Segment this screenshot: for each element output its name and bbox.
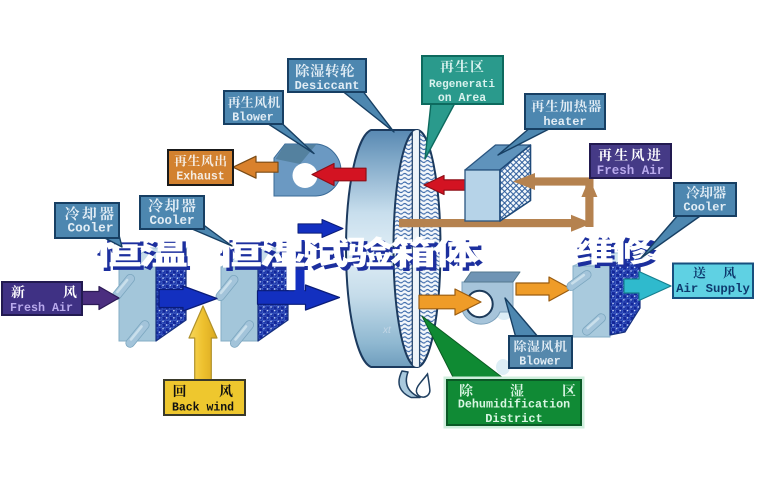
svg-text:Cooler: Cooler (683, 201, 726, 215)
svg-text:on Area: on Area (438, 92, 486, 105)
svg-text:xt: xt (382, 325, 392, 336)
svg-text:Cooler: Cooler (149, 214, 194, 228)
svg-text:District: District (485, 412, 543, 426)
svg-text:Back wind: Back wind (172, 402, 234, 415)
svg-text:Fresh Air: Fresh Air (597, 164, 665, 178)
svg-text:Regenerati: Regenerati (429, 79, 495, 91)
svg-text:Blower: Blower (519, 356, 561, 369)
svg-text:Cooler: Cooler (67, 221, 113, 236)
svg-text:heater: heater (543, 115, 586, 129)
svg-text:Desiccant: Desiccant (295, 79, 360, 93)
svg-text:Dehumidification: Dehumidification (458, 398, 570, 412)
svg-text:Air Supply: Air Supply (676, 282, 750, 296)
svg-text:Fresh Air: Fresh Air (10, 301, 73, 315)
svg-text:Blower: Blower (232, 112, 274, 125)
svg-text:Exhaust: Exhaust (176, 171, 224, 184)
